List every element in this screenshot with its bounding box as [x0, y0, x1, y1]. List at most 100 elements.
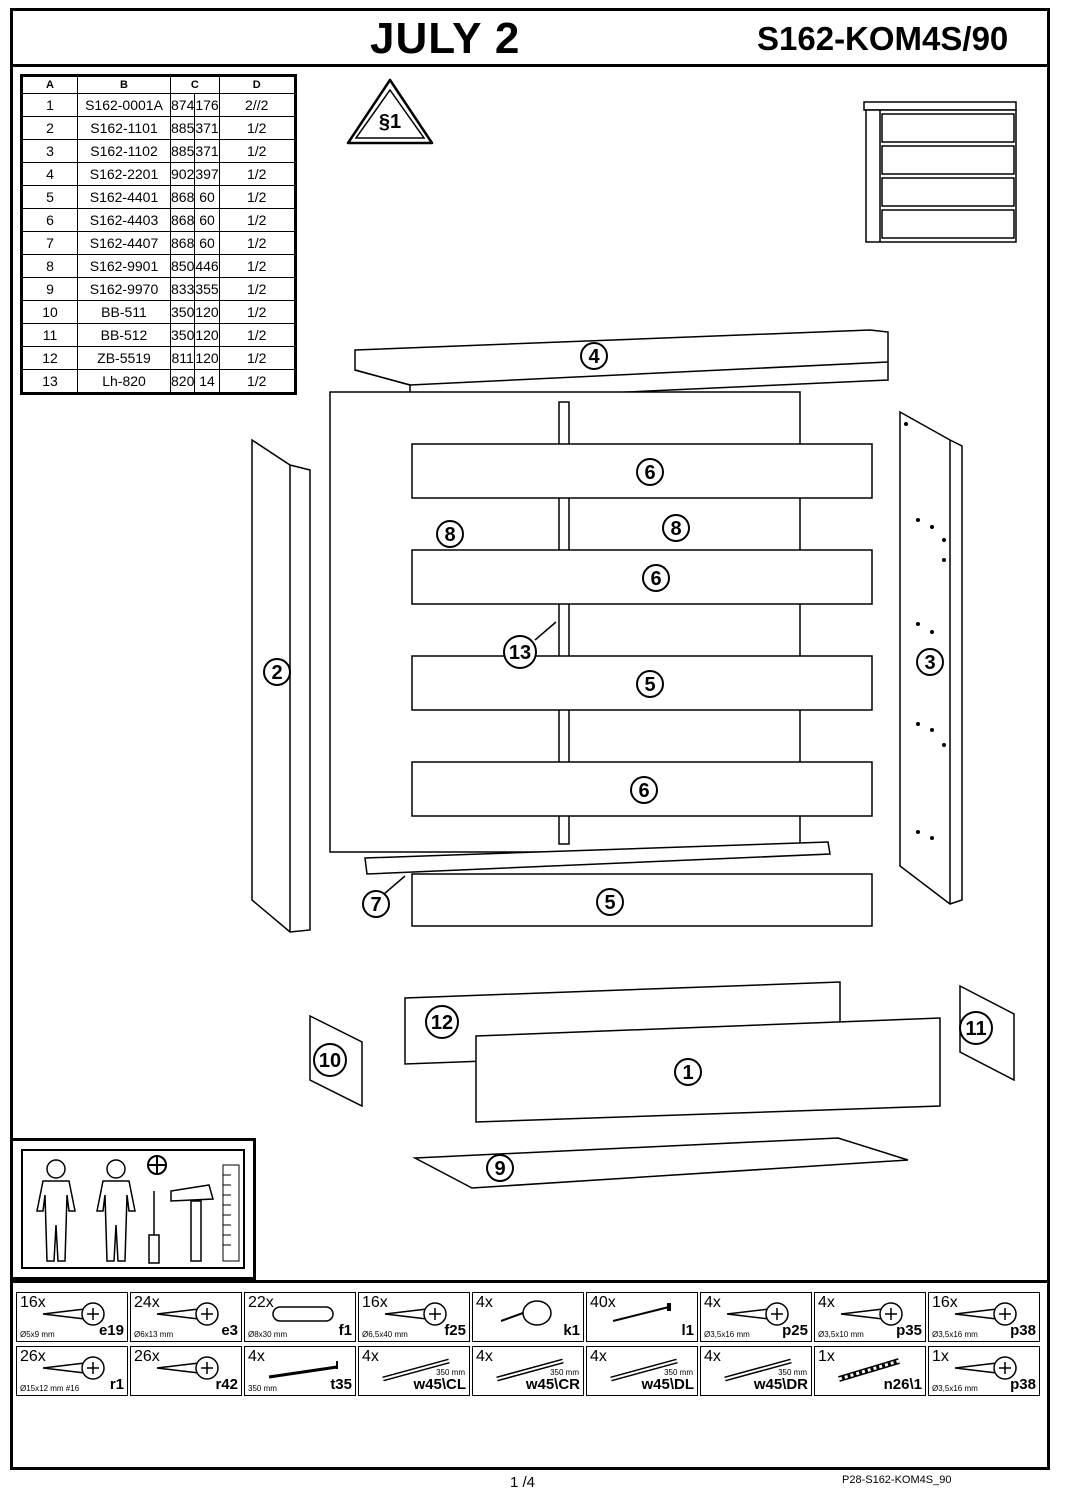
hardware-dimension: Ø6,5x40 mm — [362, 1330, 408, 1339]
table-cell: S162-1101 — [77, 116, 171, 140]
hardware-code: e3 — [221, 1322, 238, 1339]
product-code: S162-KOM4S/90 — [757, 20, 1009, 57]
hardware-dimension: Ø6x13 mm — [134, 1330, 174, 1339]
hardware-dimension: Ø15x12 mm #16 — [20, 1384, 80, 1393]
part-callout: 9 — [486, 1154, 514, 1182]
part-callout-label: 6 — [650, 568, 661, 590]
hardware-qty: 16x — [20, 1294, 46, 1311]
part-callout-label: 2 — [271, 662, 282, 684]
part-callout-label: 10 — [319, 1050, 341, 1072]
back-connector — [558, 401, 570, 845]
table-cell: 885 — [169, 139, 196, 163]
table-cell: 12 — [21, 346, 78, 370]
part-callout-label: 9 — [494, 1158, 505, 1180]
hardware-dimension: Ø3,5x16 mm — [704, 1330, 750, 1339]
hardware-code: p25 — [782, 1322, 808, 1339]
part-callout: 1 — [674, 1058, 702, 1086]
hardware-code: r42 — [215, 1376, 238, 1393]
hardware-dimension: Ø8x30 mm — [248, 1330, 288, 1339]
table-cell: 120 — [194, 346, 220, 370]
part-callout: 5 — [636, 670, 664, 698]
page-number: 1 /4 — [510, 1474, 536, 1491]
hardware-code: n26\1 — [883, 1376, 922, 1393]
hardware-divider — [10, 1280, 1050, 1283]
table-cell: 811 — [169, 346, 196, 370]
hardware-code: p38 — [1010, 1322, 1036, 1339]
tools-panel — [21, 1149, 245, 1269]
table-cell: 11 — [21, 323, 78, 347]
hardware-qty: 4x — [704, 1348, 721, 1365]
hardware-code: l1 — [681, 1322, 694, 1339]
hardware-icon — [42, 1356, 105, 1380]
table-cell: 3 — [21, 139, 78, 163]
part-callout: 13 — [503, 635, 537, 669]
hardware-length: 350 mm — [436, 1368, 465, 1377]
part-callout: 8 — [436, 520, 464, 548]
part-callout: 3 — [916, 648, 944, 676]
part-callout-label: 3 — [924, 652, 935, 674]
hardware-icon — [500, 1300, 552, 1326]
table-cell: 397 — [194, 162, 220, 186]
hardware-code: w45\CR — [525, 1376, 580, 1393]
table-cell: 868 — [169, 231, 196, 255]
table-cell: 1/2 — [218, 369, 296, 394]
hardware-qty: 1x — [932, 1348, 949, 1365]
table-cell: 874 — [169, 93, 196, 117]
page-frame — [10, 8, 1050, 1470]
hardware-qty: 4x — [248, 1348, 265, 1365]
table-cell: 833 — [169, 277, 196, 301]
hardware-icon — [954, 1302, 1017, 1326]
hardware-code: t35 — [330, 1376, 352, 1393]
product-title: JULY 2 — [370, 14, 521, 63]
part-callout-label: 5 — [644, 674, 655, 696]
table-cell: 120 — [194, 323, 220, 347]
table-cell: 820 — [169, 369, 196, 394]
hardware-code: w45\CL — [413, 1376, 466, 1393]
hardware-code: f25 — [444, 1322, 466, 1339]
hardware-code: p35 — [896, 1322, 922, 1339]
hardware-item: 16x f25 Ø6,5x40 mm — [358, 1292, 470, 1342]
hardware-icon — [610, 1358, 678, 1382]
hardware-dimension: 350 mm — [248, 1384, 277, 1393]
part-callout-label: 12 — [431, 1012, 453, 1034]
table-cell: 13 — [21, 369, 78, 394]
part-callout-label: 8 — [444, 524, 455, 546]
tools-box — [10, 1138, 256, 1280]
screwdriver-icon — [148, 1191, 160, 1264]
hardware-length: 350 mm — [778, 1368, 807, 1377]
table-cell: 1/2 — [218, 254, 296, 278]
hardware-icon — [384, 1302, 447, 1326]
lower-rail — [411, 873, 873, 927]
hammer-icon — [170, 1184, 214, 1262]
hardware-item: 4x t35 350 mm — [244, 1346, 356, 1396]
hardware-qty: 16x — [362, 1294, 388, 1311]
hardware-code: w45\DL — [641, 1376, 694, 1393]
hardware-qty: 1x — [818, 1348, 835, 1365]
drawer-front — [475, 1017, 941, 1123]
hardware-icon — [840, 1302, 903, 1326]
table-cell: 350 — [169, 323, 196, 347]
hardware-icon — [726, 1302, 789, 1326]
table-cell: 2 — [21, 116, 78, 140]
hardware-icon — [382, 1358, 450, 1382]
part-callout: 11 — [959, 1011, 993, 1045]
hardware-qty: 24x — [134, 1294, 160, 1311]
table-cell: 850 — [169, 254, 196, 278]
table-cell: ZB-5519 — [77, 346, 171, 370]
hardware-icon — [156, 1356, 219, 1380]
table-cell: 868 — [169, 208, 196, 232]
